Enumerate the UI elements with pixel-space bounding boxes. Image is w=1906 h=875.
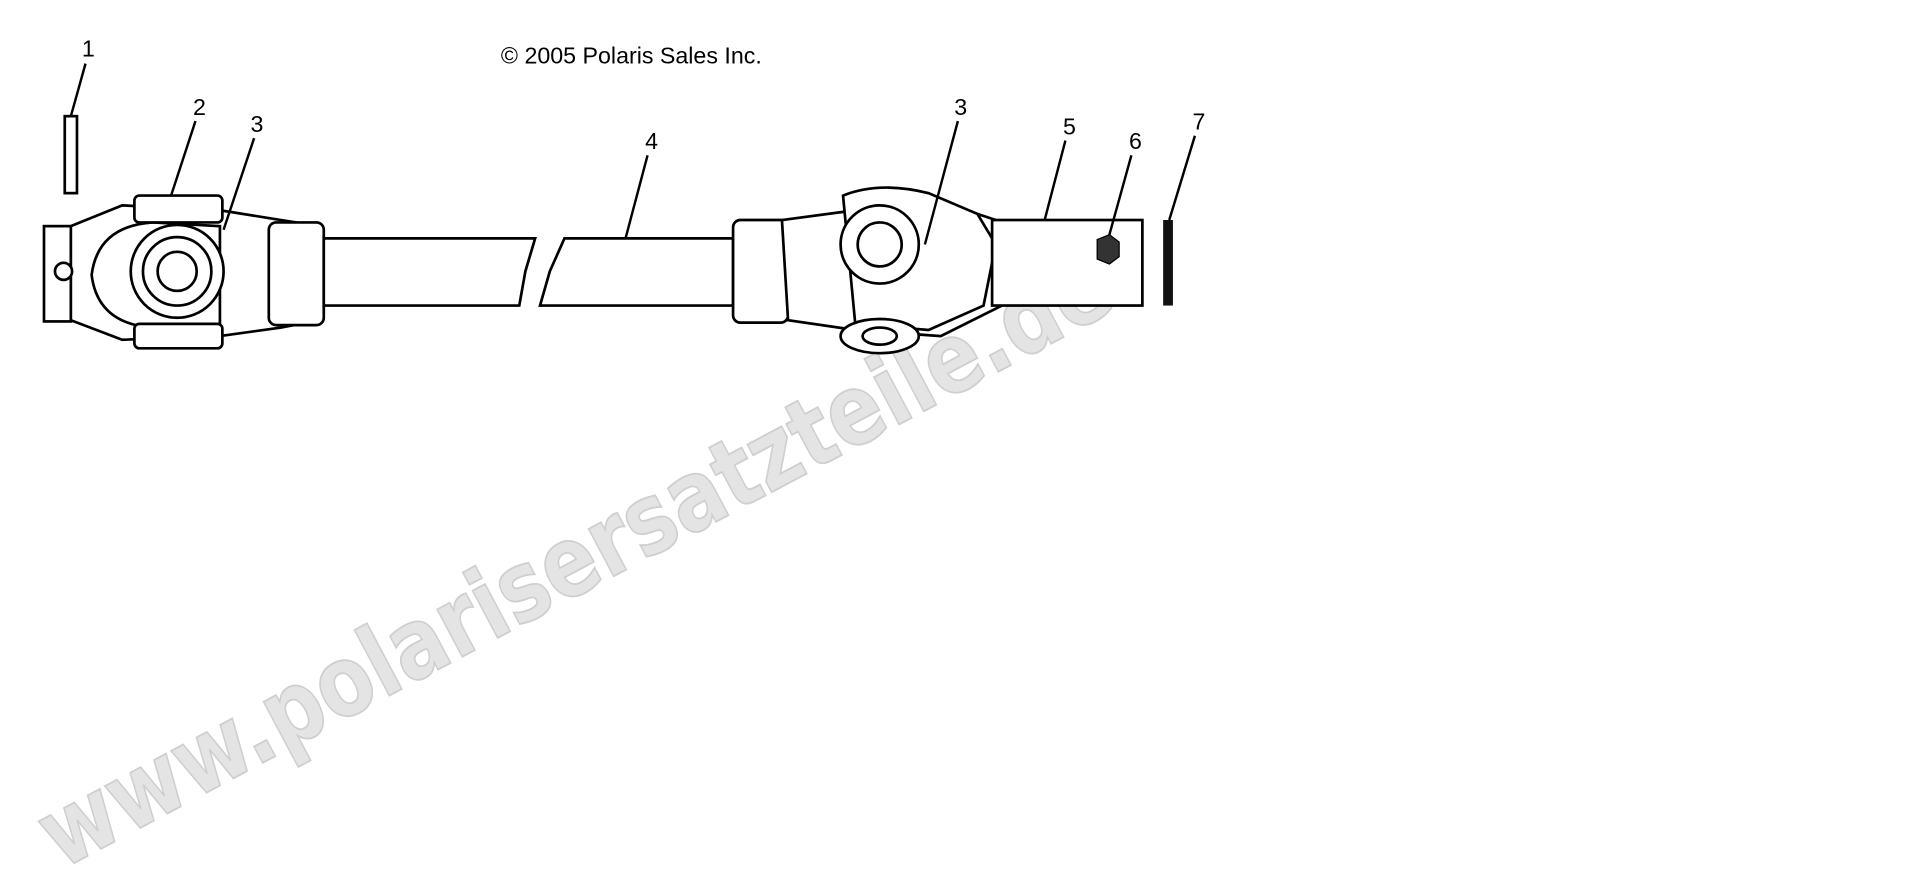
part-1-pin <box>63 114 79 195</box>
svg-text:6: 6 <box>1129 128 1142 154</box>
svg-text:7: 7 <box>1192 109 1205 135</box>
svg-text:4: 4 <box>645 128 658 154</box>
svg-text:3: 3 <box>954 94 967 120</box>
part-4-drive-shaft <box>322 237 735 307</box>
part-5-yoke-tube <box>990 218 1144 307</box>
part-7-spring <box>1163 220 1173 306</box>
svg-text:1: 1 <box>82 35 95 61</box>
callout-5: 5 <box>1043 113 1076 221</box>
svg-text:3: 3 <box>250 111 263 137</box>
callout-4: 4 <box>624 128 658 239</box>
copyright-text: © 2005 Polaris Sales Inc. <box>501 43 762 69</box>
part-6-grease-fitting <box>1096 233 1120 265</box>
callout-2: 2 <box>169 94 206 196</box>
svg-text:5: 5 <box>1063 113 1076 139</box>
svg-text:2: 2 <box>193 94 206 120</box>
left-u-joint-yoke <box>42 194 326 350</box>
callout-6: 6 <box>1108 128 1142 236</box>
callout-3-right: 3 <box>923 94 967 245</box>
callout-3-left: 3 <box>222 111 263 231</box>
callout-1: 1 <box>69 35 95 117</box>
right-u-joint-yoke <box>731 186 1016 355</box>
callout-7: 7 <box>1168 109 1205 221</box>
